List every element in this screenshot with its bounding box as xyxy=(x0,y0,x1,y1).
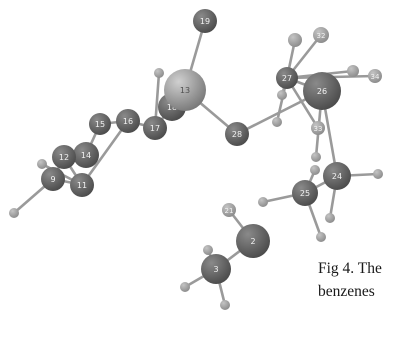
atom-h30 xyxy=(277,90,287,100)
atom-sphere-a19 xyxy=(193,9,217,33)
atom-sphere-a14 xyxy=(73,142,99,168)
atom-label-a15: 15 xyxy=(95,120,105,129)
atom-label-a14: 14 xyxy=(81,151,91,160)
atom-sphere-a27 xyxy=(276,67,298,89)
atom-h33: 33 xyxy=(311,121,325,135)
atom-h39 xyxy=(310,165,320,175)
atom-a19: 19 xyxy=(193,9,217,33)
atom-sphere-h5 xyxy=(220,300,230,310)
atom-h32: 32 xyxy=(313,27,329,43)
atom-sphere-h31 xyxy=(347,65,359,77)
atom-h4 xyxy=(180,282,190,292)
atom-sphere-h1 xyxy=(203,245,213,255)
atom-sphere-h22 xyxy=(288,33,302,47)
atom-sphere-h30 xyxy=(277,90,287,100)
atom-label-a3: 3 xyxy=(213,265,218,274)
atom-sphere-h36 xyxy=(373,169,383,179)
caption-line-2: benzenes xyxy=(318,283,375,300)
atom-sphere-h21 xyxy=(222,203,236,217)
atom-label-a27: 27 xyxy=(282,74,292,83)
atom-sphere-h39 xyxy=(310,165,320,175)
atom-sphere-h37 xyxy=(325,213,335,223)
atom-sphere-h38 xyxy=(316,232,326,242)
atom-a14: 14 xyxy=(73,142,99,168)
atom-sphere-h23 xyxy=(258,197,268,207)
atom-sphere-h20 xyxy=(154,68,164,78)
atom-label-h33: 33 xyxy=(314,125,323,133)
atom-sphere-h8 xyxy=(37,159,47,169)
atom-h34: 34 xyxy=(368,69,382,83)
atom-sphere-a28 xyxy=(225,122,249,146)
atom-sphere-a3 xyxy=(201,254,231,284)
atom-sphere-a25 xyxy=(292,180,318,206)
atom-a26: 26 xyxy=(303,72,341,110)
atom-a3: 3 xyxy=(201,254,231,284)
atom-h20 xyxy=(154,68,164,78)
atom-a28: 28 xyxy=(225,122,249,146)
atom-h1 xyxy=(203,245,213,255)
atom-sphere-h34 xyxy=(368,69,382,83)
atom-h31 xyxy=(347,65,359,77)
atom-sphere-h4 xyxy=(180,282,190,292)
atom-sphere-a12 xyxy=(52,145,76,169)
figure-caption: Fig 4. The benzenes xyxy=(318,257,418,303)
atom-h29 xyxy=(272,117,282,127)
atom-h23 xyxy=(258,197,268,207)
atom-sphere-a2 xyxy=(236,224,270,258)
atom-a16: 16 xyxy=(116,109,140,133)
atom-label-a12: 12 xyxy=(59,153,69,162)
atom-a11: 11 xyxy=(70,173,94,197)
atom-h21: 21 xyxy=(222,203,236,217)
atom-h36 xyxy=(373,169,383,179)
atom-a2: 2 xyxy=(236,224,270,258)
atom-label-a25: 25 xyxy=(300,189,310,198)
atom-label-a18: 18 xyxy=(167,103,177,112)
atom-h6 xyxy=(9,208,19,218)
atom-label-a11: 11 xyxy=(77,181,87,190)
atom-sphere-a13 xyxy=(164,69,206,111)
atom-sphere-a11 xyxy=(70,173,94,197)
atom-sphere-h29 xyxy=(272,117,282,127)
atom-label-a17: 17 xyxy=(150,124,160,133)
atom-sphere-h35 xyxy=(311,152,321,162)
atom-a27: 27 xyxy=(276,67,298,89)
atom-h35 xyxy=(311,152,321,162)
atom-label-a13: 13 xyxy=(180,86,190,95)
atom-sphere-a26 xyxy=(303,72,341,110)
atom-label-a26: 26 xyxy=(317,87,327,96)
atom-label-a19: 19 xyxy=(200,17,210,26)
atom-sphere-a15 xyxy=(89,113,111,135)
atom-h22 xyxy=(288,33,302,47)
atom-label-a16: 16 xyxy=(123,117,133,126)
atom-sphere-h33 xyxy=(311,121,325,135)
atom-label-a2: 2 xyxy=(250,237,255,246)
atom-sphere-a9 xyxy=(41,167,65,191)
atom-sphere-a24 xyxy=(323,162,351,190)
atom-sphere-a16 xyxy=(116,109,140,133)
atom-label-h21: 21 xyxy=(225,207,234,215)
atom-h38 xyxy=(316,232,326,242)
atom-label-a9: 9 xyxy=(50,175,55,184)
atom-a17: 17 xyxy=(143,116,167,140)
atom-a25: 25 xyxy=(292,180,318,206)
atom-a13: 13 xyxy=(164,69,206,111)
atom-a9: 9 xyxy=(41,167,65,191)
bond-a16-a11 xyxy=(80,119,130,187)
atom-sphere-h32 xyxy=(313,27,329,43)
atom-label-h34: 34 xyxy=(371,73,380,81)
atom-label-h32: 32 xyxy=(317,32,326,40)
atom-a15: 15 xyxy=(89,113,111,135)
atom-h37 xyxy=(325,213,335,223)
atom-a12: 12 xyxy=(52,145,76,169)
atom-label-a24: 24 xyxy=(332,172,342,181)
atom-h5 xyxy=(220,300,230,310)
atom-sphere-h6 xyxy=(9,208,19,218)
atom-a24: 24 xyxy=(323,162,351,190)
atom-label-a28: 28 xyxy=(232,130,242,139)
atom-h8 xyxy=(37,159,47,169)
caption-line-1: Fig 4. The xyxy=(318,260,382,277)
atom-sphere-a17 xyxy=(143,116,167,140)
